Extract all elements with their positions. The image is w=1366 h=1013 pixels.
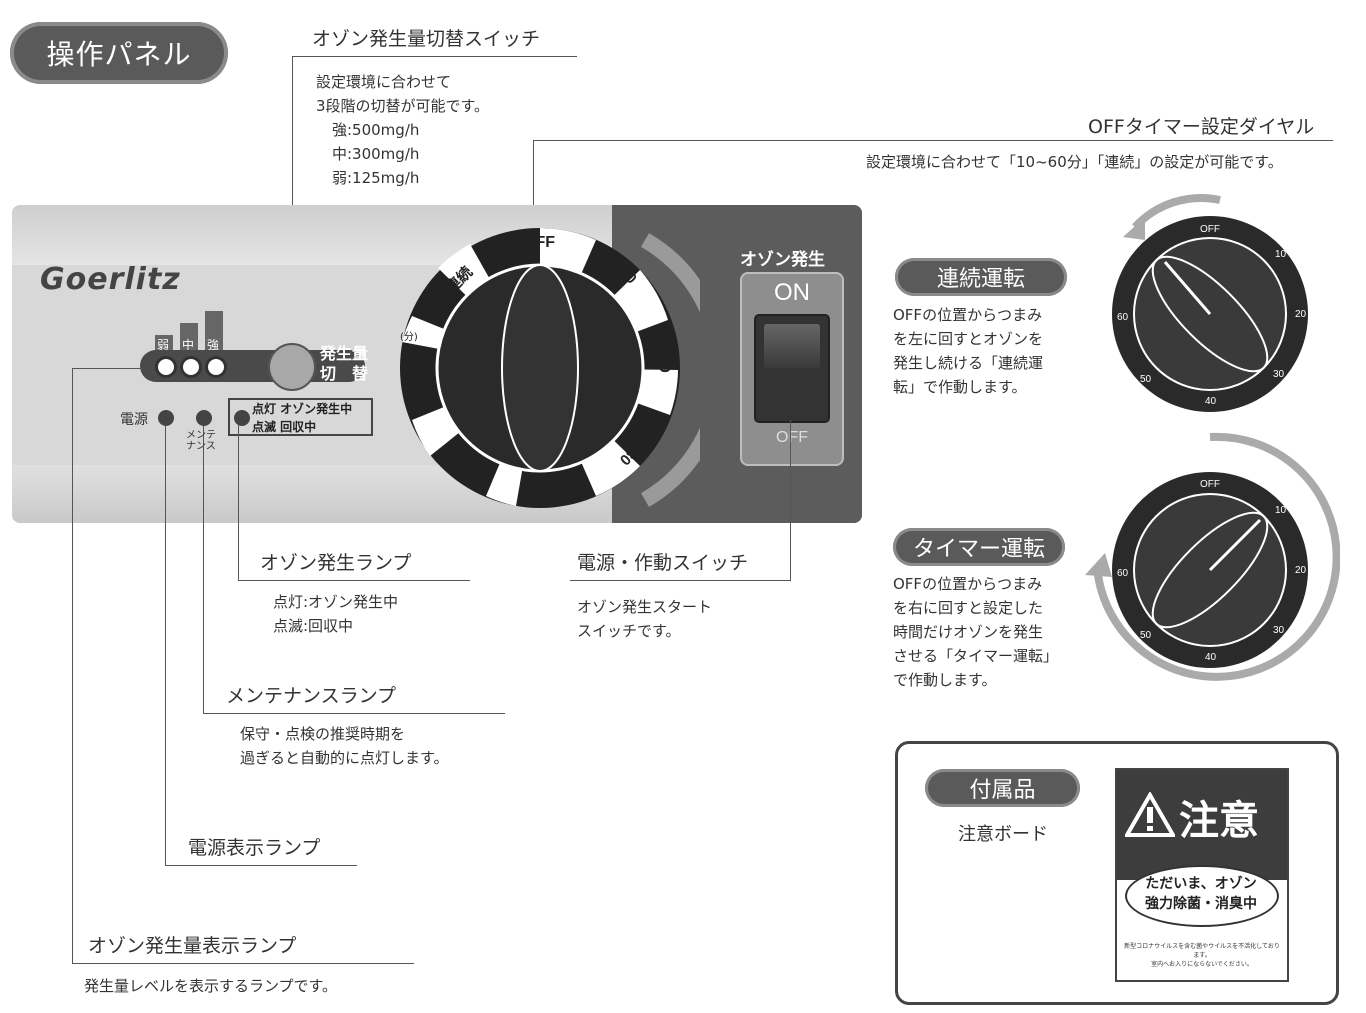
continuous-dial-illustration: OFF 10 20 30 40 50 60: [1112, 194, 1308, 412]
timer-dial-desc: 設定環境に合わせて「10~60分」「連続」の設定が可能です。: [866, 153, 1283, 171]
caution-speech-bubble: [1125, 865, 1279, 927]
timer-mode-desc: OFFの位置からつまみ を右に回すと設定した 時間だけオゾンを発生 させる「タイ…: [893, 575, 1059, 689]
level-switch-desc: 設定環境に合わせて 3段階の切替が可能です。 強:500mg/h 中:300mg…: [316, 73, 490, 187]
continuous-mode-title: 連続運転: [895, 258, 1067, 296]
leader-line: [72, 368, 142, 369]
timer-dial[interactable]: OFF 10 20 30 40 50 60 (分) 連続: [390, 220, 700, 520]
level-lamp-title: オゾン発生量表示ランプ: [88, 935, 297, 957]
maintenance-label: メンテナンス: [186, 430, 216, 452]
status-legend: 点灯 オゾン発生中 点滅 回収中: [228, 398, 373, 436]
power-lamp: [158, 410, 174, 426]
level-bar-weak: [155, 335, 173, 353]
svg-text:OFF: OFF: [1200, 224, 1220, 235]
power-switch-desc: オゾン発生スタート スイッチです。: [577, 598, 713, 640]
level-lamp-strong: [205, 356, 227, 378]
caution-title: 注意: [1179, 798, 1259, 844]
power-switch-title: 電源・作動スイッチ: [577, 552, 749, 574]
brand-logo: Goerlitz: [40, 262, 181, 297]
continuous-mode-desc: OFFの位置からつまみ を左に回すとオゾンを 発生し続ける「連続運 転」で作動し…: [893, 306, 1044, 396]
dial-label-40: 40: [529, 486, 546, 503]
dial-label-60: 60: [404, 356, 421, 373]
leader-line: [570, 580, 791, 581]
leader-line: [165, 865, 357, 866]
section-title: 操作パネル: [10, 22, 228, 84]
rocker-switch[interactable]: [754, 314, 830, 423]
svg-text:OFF: OFF: [1200, 479, 1220, 490]
leader-line: [203, 713, 505, 714]
timer-dial-illustration: OFF 10 20 30 40 50 60: [1085, 432, 1340, 681]
level-bar-mid: [180, 323, 198, 353]
arrow-head: [1123, 217, 1145, 240]
svg-text:10: 10: [1275, 505, 1287, 516]
level-label-mid: 中: [182, 338, 195, 352]
leader-line: [533, 140, 1333, 141]
level-switch-title: オゾン発生量切替スイッチ: [312, 28, 541, 50]
level-switch-label: 発生量 切 替: [320, 344, 369, 383]
switch-title: オゾン発生: [740, 250, 825, 270]
leader-line: [292, 56, 577, 57]
power-lamp-title: 電源表示ランプ: [188, 837, 321, 859]
power-switch-housing: ON OFF: [740, 272, 844, 466]
svg-text:20: 20: [1295, 565, 1307, 576]
switch-off-label: OFF: [776, 429, 808, 446]
svg-text:60: 60: [1117, 312, 1129, 323]
ozone-lamp: [234, 410, 250, 426]
accessory-title: 付属品: [925, 769, 1080, 807]
warning-icon: [1125, 792, 1175, 837]
caution-fine-print: 新型コロナウイルスを含む菌やウイルスを不活化しております。 室内へお入りにならな…: [1124, 943, 1280, 968]
level-lamp-mid: [180, 356, 202, 378]
timer-dial-title: OFFタイマー設定ダイヤル: [1088, 116, 1315, 138]
leader-line: [203, 425, 204, 713]
leader-line: [790, 420, 791, 580]
leader-line: [238, 580, 470, 581]
leader-line: [72, 963, 414, 964]
dial-grip: [501, 264, 579, 472]
leader-line: [533, 140, 534, 225]
maintenance-lamp-title: メンテナンスランプ: [226, 685, 397, 707]
leader-line: [72, 368, 73, 964]
level-label-strong: 強: [207, 338, 220, 352]
dial-label-off: OFF: [523, 234, 555, 251]
ozone-lamp-desc: 点灯:オゾン発生中 点滅:回収中: [273, 593, 399, 635]
caution-message: ただいま、オゾン 強力除菌・消臭中: [1145, 876, 1257, 912]
dial-label-unit: (分): [400, 331, 418, 343]
power-label: 電源: [120, 412, 148, 428]
level-lamp-weak: [155, 356, 177, 378]
svg-text:40: 40: [1205, 652, 1217, 663]
level-switch-button[interactable]: [268, 343, 316, 391]
arrow-head: [1085, 553, 1112, 577]
svg-text:60: 60: [1117, 568, 1129, 579]
ozone-lamp-title: オゾン発生ランプ: [260, 552, 412, 574]
leader-line: [238, 425, 239, 580]
svg-text:50: 50: [1140, 630, 1152, 641]
accessory-item: 注意ボード: [958, 824, 1048, 845]
svg-text:20: 20: [1295, 309, 1307, 320]
caution-board: 注意 ただいま、オゾン 強力除菌・消臭中 新型コロナウイルスを含む菌やウイルスを…: [1115, 768, 1289, 982]
timer-mode-title: タイマー運転: [893, 528, 1065, 566]
rotate-right-arrow: [1094, 432, 1340, 681]
svg-text:10: 10: [1275, 249, 1287, 260]
maintenance-lamp-desc: 保守・点検の推奨時期を 過ぎると自動的に点灯します。: [240, 725, 449, 767]
svg-text:50: 50: [1140, 374, 1152, 385]
caution-header: 注意: [1117, 770, 1287, 880]
maintenance-lamp: [196, 410, 212, 426]
level-label-weak: 弱: [157, 338, 170, 352]
dial-label-20: 20: [656, 356, 673, 373]
leader-line: [165, 425, 166, 865]
svg-text:30: 30: [1273, 625, 1285, 636]
svg-text:30: 30: [1273, 369, 1285, 380]
level-bar-strong: [205, 311, 223, 353]
level-lamp-desc: 発生量レベルを表示するランプです。: [84, 977, 338, 995]
dial-outer-ring: [641, 233, 700, 507]
svg-text:40: 40: [1205, 396, 1217, 407]
level-strip: [140, 350, 365, 382]
switch-on-label: ON: [774, 279, 810, 306]
